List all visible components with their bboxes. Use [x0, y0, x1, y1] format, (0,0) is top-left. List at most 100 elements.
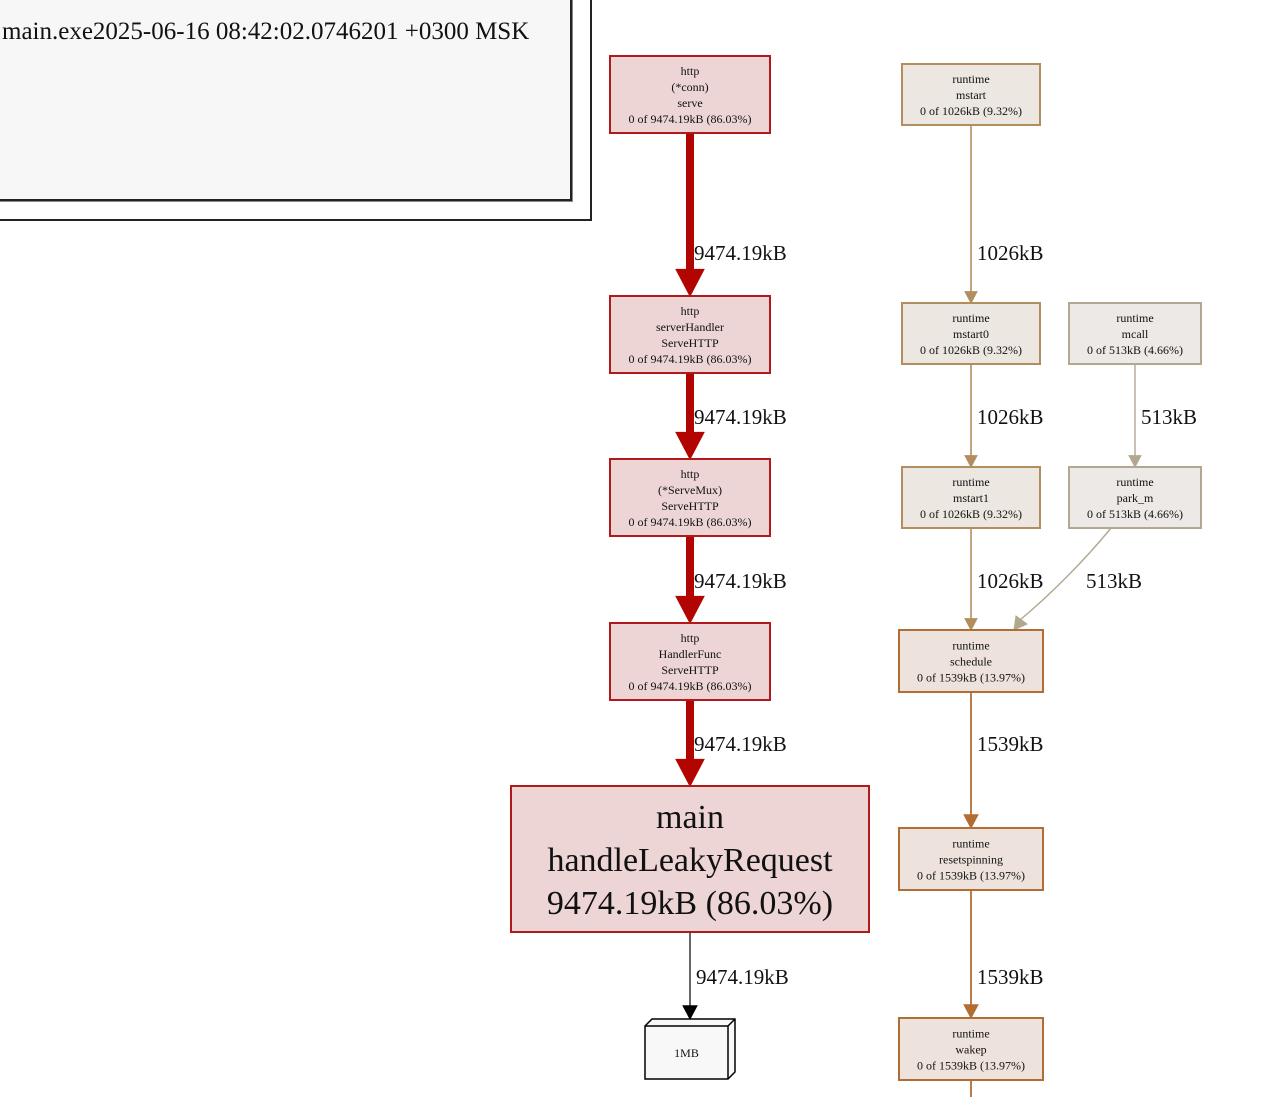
legend-frame	[0, 0, 592, 221]
arrowhead-icon	[675, 431, 705, 461]
arrowhead-icon	[1128, 455, 1142, 469]
node-label: handleLeakyRequest	[547, 842, 833, 879]
node-label: runtime	[952, 311, 989, 325]
graph-node[interactable]: runtime mstart1 0 of 1026kB (9.32%)	[901, 466, 1041, 529]
edge-label: 1539kB	[977, 965, 1044, 989]
node-label: 0 of 513kB (4.66%)	[1087, 507, 1183, 521]
node-label: park_m	[1117, 491, 1154, 505]
arrowhead-icon	[1013, 615, 1028, 631]
node-box	[898, 827, 1044, 891]
edge[interactable]: 1539kB	[963, 890, 1044, 1020]
arrowhead-icon	[964, 618, 978, 632]
edges-layer: 9474.19kB 9474.19kB 9474.19kB 9474.19kB 9474…	[675, 125, 1197, 1097]
node-box	[1068, 302, 1202, 365]
edge-label: 513kB	[1141, 405, 1197, 429]
node-label: 0 of 9474.19kB (86.03%)	[629, 112, 752, 126]
edge[interactable]: 9474.19kB	[675, 536, 787, 625]
graph-node[interactable]: runtime mstart 0 of 1026kB (9.32%)	[901, 63, 1041, 126]
node-label: runtime	[952, 836, 989, 850]
node-label: schedule	[950, 654, 992, 668]
graph-node[interactable]: 1MB	[644, 1018, 736, 1080]
graph-node[interactable]: http (*conn) serve 0 of 9474.19kB (86.03%)	[609, 55, 771, 134]
node-label: runtime	[1116, 475, 1153, 489]
edge[interactable]: 513kB	[1013, 527, 1142, 631]
arrowhead-icon	[964, 455, 978, 469]
edge[interactable]: 1026kB	[964, 364, 1044, 469]
node-label: ServeHTTP	[661, 663, 719, 677]
edge[interactable]: 9474.19kB	[682, 932, 789, 1021]
edge[interactable]: 1026kB	[964, 125, 1044, 305]
node-label: 0 of 1026kB (9.32%)	[920, 507, 1022, 521]
node-label: mstart	[956, 88, 987, 102]
arrowhead-icon	[964, 291, 978, 305]
node-box	[901, 63, 1041, 126]
node-label: 0 of 1539kB (13.97%)	[917, 1058, 1025, 1072]
arrowhead-icon	[675, 595, 705, 625]
edge-label: 9474.19kB	[694, 241, 787, 265]
edge-label: 1539kB	[977, 732, 1044, 756]
node-label: wakep	[955, 1042, 986, 1056]
edge-label: 9474.19kB	[696, 965, 789, 989]
edge[interactable]: 513kB	[1128, 364, 1197, 469]
node-label: serve	[677, 96, 702, 110]
node-box	[609, 55, 771, 134]
node-label: ServeHTTP	[661, 499, 719, 513]
legend-box	[0, 0, 572, 201]
edge-line	[1019, 527, 1112, 621]
graph-node[interactable]: runtime resetspinning 0 of 1539kB (13.97%)	[898, 827, 1044, 891]
node-label: http	[681, 631, 700, 645]
node-label: 1MB	[674, 1046, 699, 1060]
node-label: HandlerFunc	[659, 647, 722, 661]
edge-label: 1026kB	[977, 569, 1044, 593]
node-label: http	[681, 304, 700, 318]
node-label: 9474.19kB (86.03%)	[547, 885, 833, 922]
node-label: serverHandler	[656, 320, 724, 334]
node-label: (*conn)	[671, 80, 708, 94]
graph-node[interactable]: runtime park_m 0 of 513kB (4.66%)	[1068, 466, 1202, 529]
edge[interactable]: 9474.19kB	[675, 373, 787, 461]
edge-label: 1026kB	[977, 241, 1044, 265]
node-label: 0 of 1539kB (13.97%)	[917, 868, 1025, 882]
node-box-edge	[727, 1018, 736, 1027]
node-label: 0 of 513kB (4.66%)	[1087, 343, 1183, 357]
arrowhead-icon	[675, 758, 705, 788]
edge[interactable]: 1026kB	[964, 528, 1044, 632]
node-label: runtime	[1116, 311, 1153, 325]
edge-label: 9474.19kB	[694, 405, 787, 429]
node-label: ServeHTTP	[661, 336, 719, 350]
node-box	[609, 295, 771, 374]
node-box	[898, 629, 1044, 693]
node-label: 0 of 1026kB (9.32%)	[920, 104, 1022, 118]
node-label: runtime	[952, 638, 989, 652]
arrowhead-icon	[963, 1004, 979, 1020]
node-label: 0 of 1026kB (9.32%)	[920, 343, 1022, 357]
node-label: (*ServeMux)	[658, 483, 722, 497]
node-box	[901, 302, 1041, 365]
node-label: 0 of 9474.19kB (86.03%)	[629, 352, 752, 366]
node-box	[609, 622, 771, 701]
node-label: mstart1	[953, 491, 989, 505]
graph-node[interactable]: main handleLeakyRequest 9474.19kB (86.03%)	[510, 785, 870, 933]
node-label: 0 of 9474.19kB (86.03%)	[629, 679, 752, 693]
arrowhead-icon	[675, 268, 705, 298]
edge[interactable]: 9474.19kB	[675, 700, 787, 788]
edge[interactable]: 9474.19kB	[675, 133, 787, 298]
node-label: http	[681, 64, 700, 78]
node-label: runtime	[952, 72, 989, 86]
node-label: runtime	[952, 475, 989, 489]
edge-label: 9474.19kB	[694, 569, 787, 593]
node-label: main	[656, 799, 724, 836]
node-box	[1068, 466, 1202, 529]
node-label: http	[681, 467, 700, 481]
edge[interactable]: 1539kB	[963, 692, 1044, 830]
node-label: resetspinning	[939, 852, 1003, 866]
legend-title: main.exe2025-06-16 08:42:02.0746201 +030…	[2, 18, 530, 45]
